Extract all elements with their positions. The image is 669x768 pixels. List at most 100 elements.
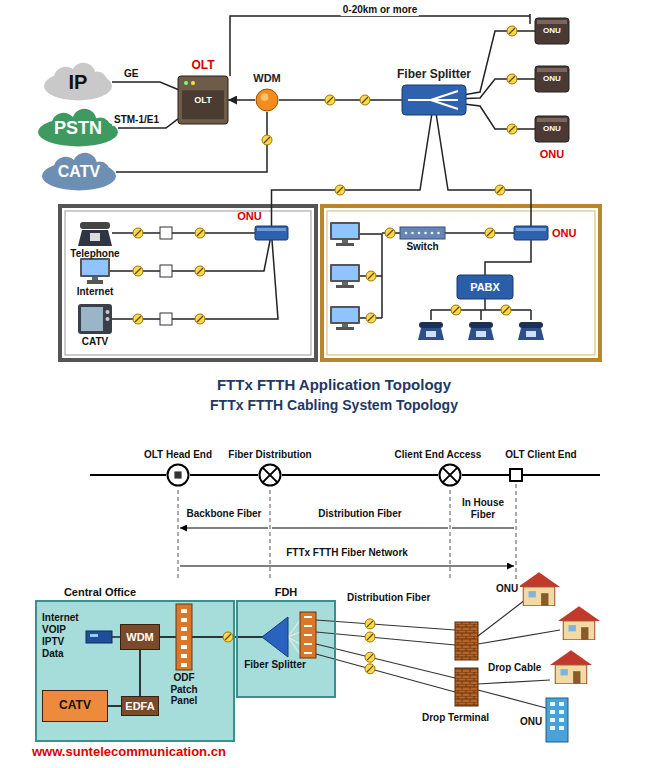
drawing-path [304, 617, 312, 653]
drawing-rect [80, 258, 110, 277]
drawing-rect [174, 471, 181, 478]
drawing-circle [261, 93, 269, 101]
node-label: ONU [543, 124, 561, 133]
node-heading: CATV [82, 336, 108, 348]
node-heading: Fiber Splitter [397, 68, 471, 82]
fiber-connector [462, 474, 509, 476]
text-label: In House Fiber [456, 497, 510, 521]
node-heading: Switch [406, 241, 438, 253]
patch-panel-shape [176, 604, 192, 670]
drawing-rect [87, 280, 103, 284]
drawing-rect [90, 233, 100, 241]
olt-device: OLTOLT [178, 76, 228, 124]
drawing-path [478, 600, 560, 708]
drawing-rect [181, 627, 187, 631]
onu-device: ONU [514, 226, 548, 240]
drawing-path [550, 704, 564, 728]
drawing-use [223, 632, 233, 642]
drawing-use [550, 650, 592, 684]
splitter-symbol-shape [262, 617, 288, 657]
drawing-use [507, 26, 517, 36]
drawing-rect [78, 304, 112, 334]
onu-device: ONU [535, 66, 569, 92]
drawing-path [431, 299, 531, 320]
switch-device-shape [400, 227, 445, 239]
drawing-path [78, 230, 112, 246]
client-end-symbol: OLT Client End [509, 468, 523, 482]
node-heading: WDM [253, 72, 281, 85]
node-label: EDFA [125, 700, 154, 713]
drawing-rect [257, 228, 286, 231]
drawing-rect [514, 226, 548, 240]
drawing-circle [437, 232, 440, 235]
node-label: ONU [543, 74, 561, 83]
drawing-use [325, 95, 335, 105]
patch-panel: ODF Patch Panel [176, 604, 192, 670]
fiber-connector [272, 115, 432, 226]
drawing-ellipse [42, 162, 116, 191]
fiber-connector [466, 31, 535, 94]
drawing-rect [182, 90, 224, 119]
fiber-splitter: Fiber Splitter [402, 85, 466, 115]
node-heading: OLT [191, 59, 214, 73]
equipment-box: WDM [120, 624, 160, 650]
drawing-use [558, 606, 600, 640]
wdm-coupler: WDM [255, 88, 279, 112]
drawing-rect [176, 604, 192, 670]
drawing-circle [191, 81, 195, 85]
computer-icon-shape [80, 258, 110, 284]
drawing-circle [424, 232, 427, 235]
drawing-use [133, 266, 143, 276]
drawing-rect [322, 206, 600, 360]
drawing-circle [184, 81, 188, 85]
network-cloud: IP [44, 62, 112, 102]
text-label: Drop Terminal [420, 712, 491, 724]
drawing-use [366, 313, 376, 323]
node-heading: Client End Access [395, 449, 482, 461]
node-label: IP [69, 71, 88, 94]
fiber-connector [110, 240, 270, 271]
client-end-symbol-shape [509, 468, 523, 482]
drawing-rect [300, 612, 316, 658]
network-cloud: CATV [42, 152, 116, 192]
drawing-ellipse [38, 118, 118, 147]
drawing-circle [411, 232, 414, 235]
drawing-rect [181, 663, 187, 667]
drawing-use [485, 228, 495, 238]
distribution-symbol: Client End Access [438, 463, 462, 487]
drawing-rect [81, 307, 103, 331]
node-label: CATV [58, 163, 100, 181]
diagram-title: FTTx FTTH Application Topology [215, 376, 453, 394]
drawing-path [443, 468, 458, 483]
distribution-symbol-shape [258, 463, 282, 487]
fiber-connector [485, 240, 531, 275]
onu-device: ONU [255, 226, 288, 240]
drawing-rect [181, 609, 187, 613]
drawing-path [178, 484, 516, 580]
drawing-use [365, 632, 375, 642]
drawing-use [468, 322, 494, 340]
node-heading: OLT Client End [505, 449, 576, 461]
drawing-rect [181, 636, 187, 640]
drawing-circle [260, 465, 281, 486]
drawing-circle [440, 465, 461, 486]
drawing-circle [106, 317, 110, 321]
node-heading: ONU [237, 210, 261, 223]
fiber-connector [228, 99, 255, 101]
drawing-use [366, 271, 376, 281]
node-heading: Fiber Distribution [228, 449, 311, 461]
drawing-path [288, 620, 300, 654]
drawing-rect [455, 622, 478, 660]
fiber-splitter-shape [402, 85, 466, 115]
text-label: Backbone Fiber [184, 508, 263, 520]
drawing-rect [90, 634, 98, 637]
drawing-use [495, 185, 505, 195]
node-label: PSTN [54, 118, 102, 139]
drawing-circle [431, 232, 434, 235]
node-heading: Fiber Splitter [244, 659, 306, 671]
drawing-use [330, 264, 360, 288]
drawing-use [360, 95, 370, 105]
text-label: www.suntelecommunication.cn [30, 744, 228, 760]
drawing-rect [160, 313, 172, 325]
